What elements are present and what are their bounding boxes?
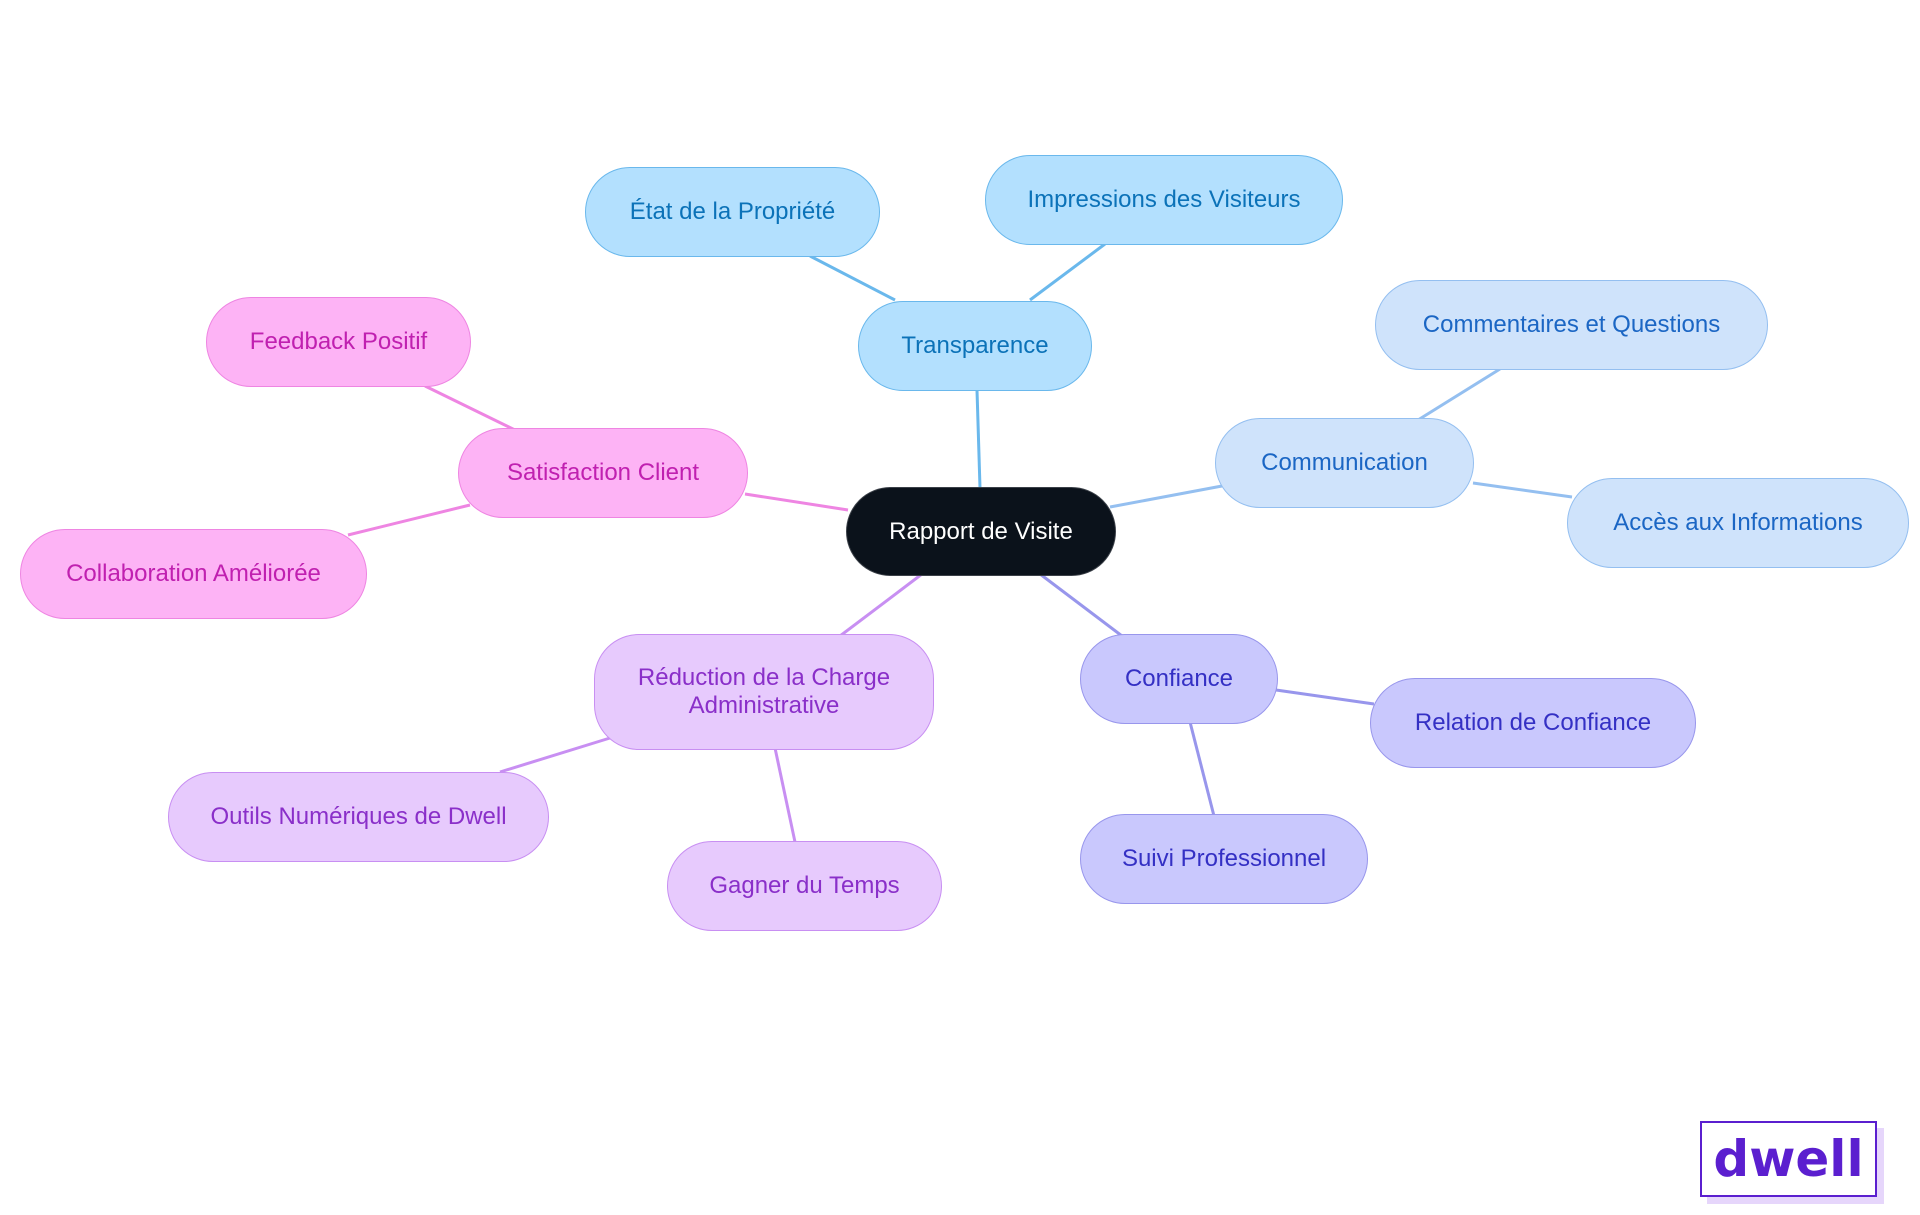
leaf-node-impressions-visiteurs: Impressions des Visiteurs (985, 155, 1343, 245)
edge-root-reduction (839, 572, 923, 638)
edge-transparence-impressions (1029, 242, 1106, 302)
branch-node-transparence: Transparence (858, 301, 1092, 391)
dwell-logo: dwell (1700, 1121, 1877, 1197)
edge-root-satisfaction (744, 492, 849, 512)
edge-satisfaction-collaboration (347, 503, 471, 537)
leaf-label: Feedback Positif (249, 328, 428, 355)
branch-node-reduction-charge: Réduction de la Charge Administrative (594, 634, 934, 750)
root-node-label: Rapport de Visite (889, 517, 1073, 545)
leaf-label: Accès aux Informations (1613, 509, 1863, 536)
leaf-label: Gagner du Temps (709, 872, 900, 899)
leaf-node-acces-informations: Accès aux Informations (1567, 478, 1909, 568)
branch-label: Satisfaction Client (506, 459, 700, 486)
branch-label: Communication (1261, 449, 1428, 476)
leaf-label: Relation de Confiance (1414, 709, 1652, 736)
leaf-label: Commentaires et Questions (1422, 311, 1721, 338)
leaf-node-outils-numeriques: Outils Numériques de Dwell (168, 772, 549, 862)
edge-root-transparence (975, 389, 982, 489)
edge-root-communication (1109, 484, 1223, 509)
dwell-logo-text: dwell (1713, 1130, 1864, 1188)
branch-node-communication: Communication (1215, 418, 1474, 508)
branch-label: Réduction de la Charge Administrative (637, 664, 891, 719)
edge-confiance-suivi (1188, 721, 1216, 817)
leaf-label: Impressions des Visiteurs (1027, 186, 1301, 213)
edge-reduction-gagner (773, 747, 797, 843)
leaf-node-relation-confiance: Relation de Confiance (1370, 678, 1696, 768)
edge-satisfaction-feedback (424, 384, 516, 432)
leaf-node-commentaires-questions: Commentaires et Questions (1375, 280, 1768, 370)
branch-label: Transparence (901, 332, 1049, 359)
leaf-label: Outils Numériques de Dwell (210, 803, 507, 830)
leaf-label: Suivi Professionnel (1121, 845, 1327, 872)
branch-label: Confiance (1124, 665, 1234, 692)
edge-communication-acces (1472, 481, 1573, 499)
leaf-node-etat-propriete: État de la Propriété (585, 167, 880, 257)
edge-reduction-outils (499, 736, 611, 774)
branch-node-satisfaction-client: Satisfaction Client (458, 428, 748, 518)
edge-confiance-relation (1275, 688, 1375, 706)
edge-communication-commentaires (1417, 367, 1501, 422)
leaf-node-suivi-professionnel: Suivi Professionnel (1080, 814, 1368, 904)
leaf-node-feedback-positif: Feedback Positif (206, 297, 471, 387)
root-node: Rapport de Visite (846, 487, 1116, 576)
leaf-node-gagner-temps: Gagner du Temps (667, 841, 942, 931)
edge-transparence-etat (809, 254, 896, 302)
edge-root-confiance (1039, 572, 1123, 638)
leaf-label: Collaboration Améliorée (66, 560, 321, 587)
leaf-label: État de la Propriété (629, 198, 836, 225)
branch-node-confiance: Confiance (1080, 634, 1278, 724)
leaf-node-collaboration-amelioree: Collaboration Améliorée (20, 529, 367, 619)
